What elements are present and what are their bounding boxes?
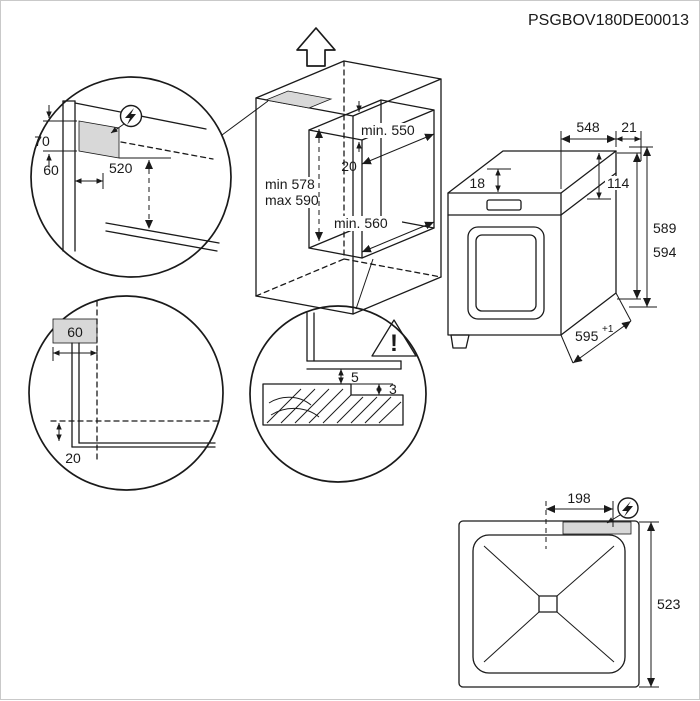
doc-code: PSGBOV180DE00013	[528, 12, 689, 29]
leader-to-ventilation-detail	[355, 258, 374, 310]
electrical-connection-icon-rear	[606, 497, 639, 524]
niche-height-min-label: min 578	[265, 176, 315, 192]
oven-door-window	[467, 226, 545, 320]
detail-electrical-view: 70 60 520	[30, 76, 232, 278]
socket-zone-marker	[78, 120, 120, 159]
niche-height-max-label: max 590	[265, 192, 319, 208]
detail-70-label: 70	[34, 133, 50, 149]
oven-display	[486, 199, 522, 211]
oven-width-tolerance-label: +1	[602, 324, 614, 335]
rear-523-label: 523	[657, 596, 681, 612]
leader-to-electrical-detail	[221, 100, 269, 136]
gap-5-label: 5	[351, 369, 359, 385]
rear-view: 198 523	[458, 490, 681, 688]
oven-height-594-label: 594	[653, 244, 677, 260]
rear-198-label: 198	[567, 490, 591, 506]
cabinet-cutout-view: min. 550 20 min 578 max 590 min. 560	[221, 27, 442, 315]
detail-60-label: 60	[43, 162, 59, 178]
oven-height-589-label: 589	[653, 220, 677, 236]
electrical-connection-icon	[110, 104, 143, 134]
up-arrow-icon	[296, 27, 336, 67]
niche-width-label: min. 550	[361, 122, 415, 138]
detail-520-label: 520	[109, 160, 133, 176]
oven-foot	[450, 334, 470, 349]
corner-60-label: 60	[67, 324, 83, 340]
electrical-zone-marker	[264, 90, 333, 109]
corner-20-label: 20	[65, 450, 81, 466]
warning-glyph: !	[390, 330, 398, 357]
oven-view: 548 21 18 114 589 594 595 +1	[447, 119, 677, 364]
niche-top-clearance-label: 20	[341, 158, 357, 174]
niche-depth-label: min. 560	[334, 215, 388, 231]
warning-icon: !	[371, 319, 417, 357]
gap-3-label: 3	[389, 381, 397, 397]
oven-width-label: 595	[575, 328, 599, 344]
detail-corner-view: 60 20	[28, 295, 224, 491]
corner-socket-zone-marker	[52, 318, 98, 344]
detail-ventilation-view: ! 5 3	[249, 305, 427, 483]
oven-114-label: 114	[607, 175, 630, 191]
oven-depth-label: 548	[576, 119, 600, 135]
oven-18-label: 18	[469, 175, 485, 191]
rear-cable-zone-marker	[562, 521, 632, 535]
oven-21-label: 21	[621, 119, 637, 135]
